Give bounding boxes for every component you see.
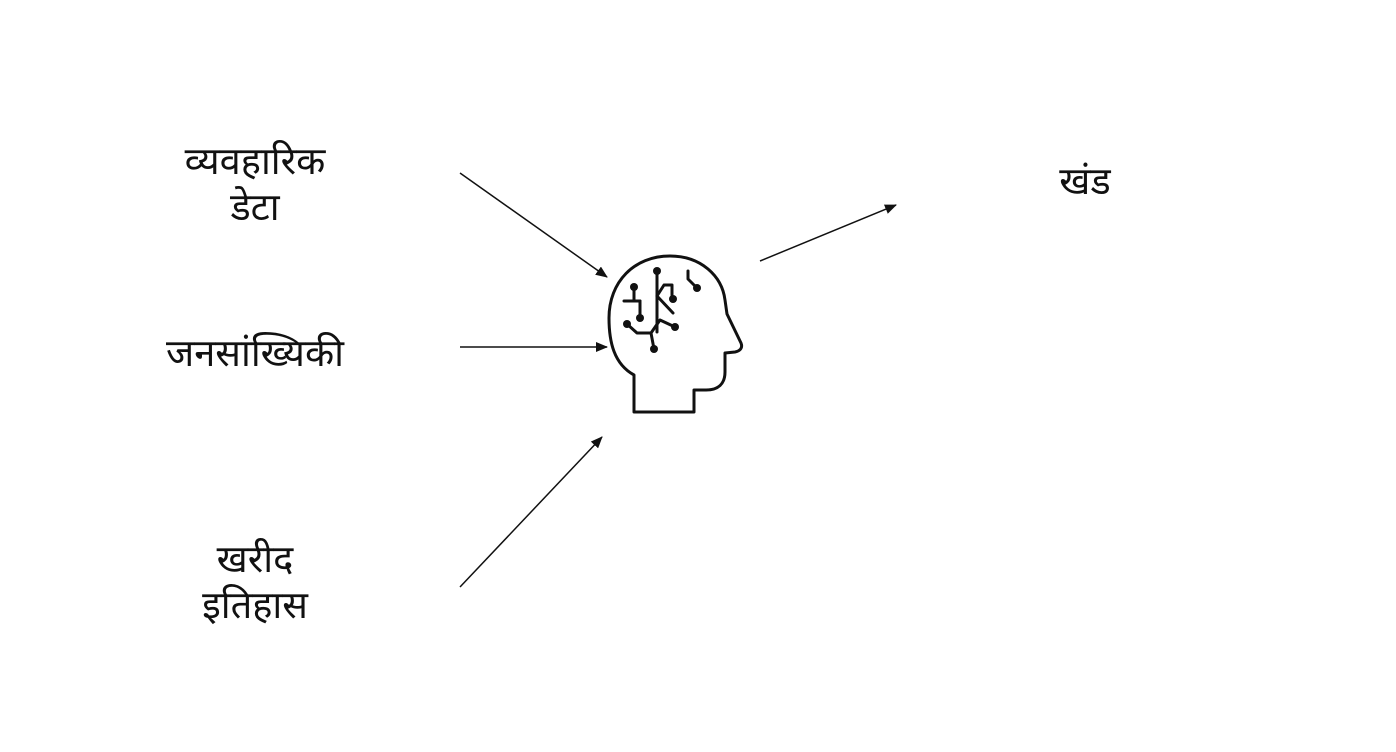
input-behavioral-data: व्यवहारिक डेटा xyxy=(130,138,380,230)
arrow-purchase-to-head xyxy=(459,436,603,588)
circuit-nodes xyxy=(623,267,701,353)
arrow-behavioral-to-head xyxy=(459,172,608,278)
segment-label: खंड xyxy=(1059,159,1111,203)
input-purchase-history: खरीद इतिहास xyxy=(130,536,380,628)
purchase-history-line1: खरीद xyxy=(216,537,294,581)
purchase-history-line2: इतिहास xyxy=(202,583,308,627)
output-segment: खंड xyxy=(1010,158,1160,204)
input-demographics: जनसांख्यिकी xyxy=(110,330,400,376)
behavioral-data-line1: व्यवहारिक xyxy=(184,139,326,183)
ai-brain-head-icon xyxy=(607,254,744,414)
behavioral-data-line2: डेटा xyxy=(230,185,280,229)
arrow-head-to-segment xyxy=(759,204,897,262)
demographics-label: जनसांख्यिकी xyxy=(166,331,344,375)
